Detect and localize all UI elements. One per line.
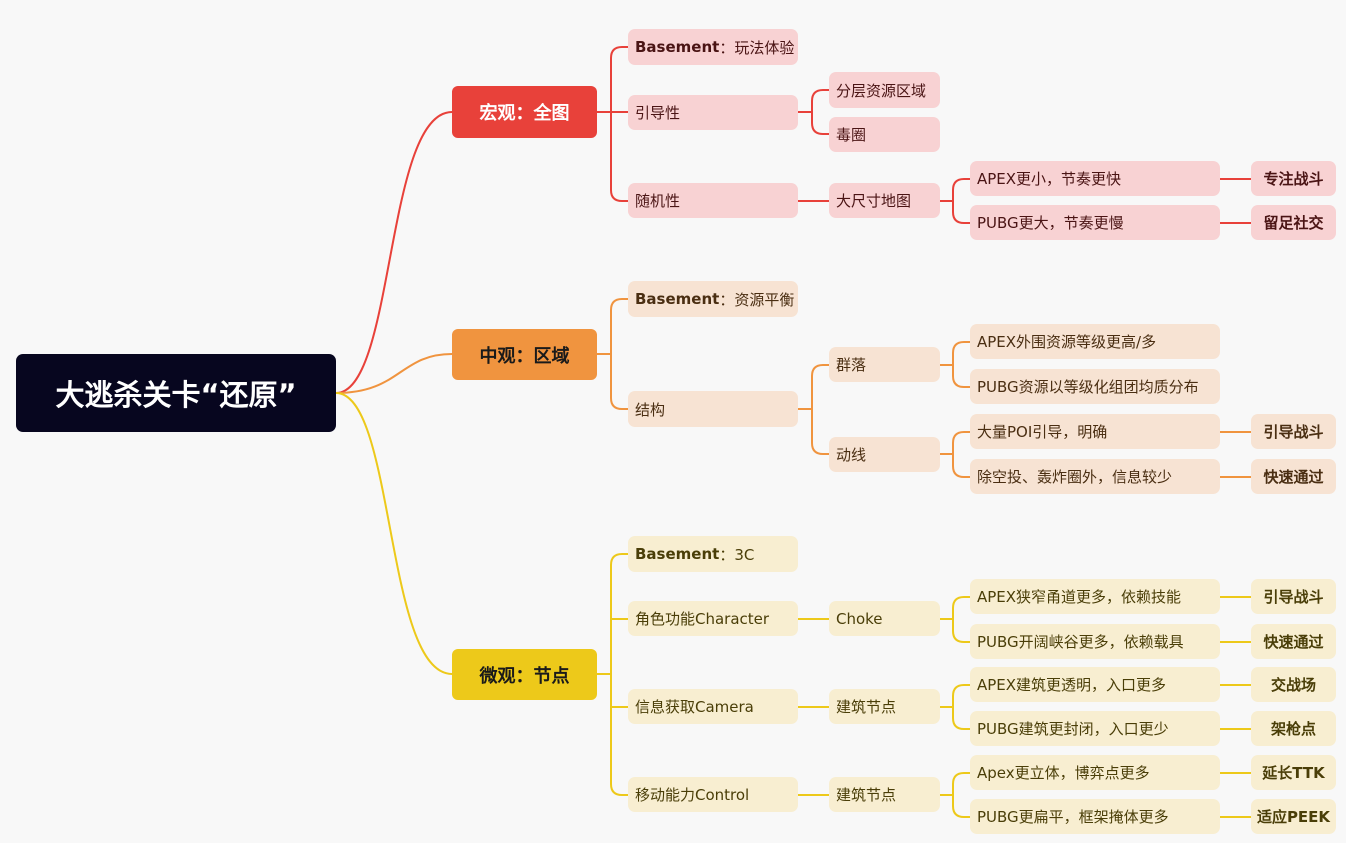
basement-key: Basement bbox=[635, 545, 720, 563]
randomness-tag-apex[interactable]: 专注战斗 bbox=[1251, 161, 1336, 196]
basement-key: Basement bbox=[635, 38, 720, 56]
basement-value: ：玩法体验 bbox=[719, 38, 795, 57]
route-tag-poi[interactable]: 引导战斗 bbox=[1251, 414, 1336, 449]
camera-item-apex[interactable]: APEX建筑更透明，入口更多 bbox=[970, 667, 1220, 702]
micro-node[interactable]: 微观：节点 bbox=[452, 649, 597, 700]
character-tag-pubg[interactable]: 快速通过 bbox=[1251, 624, 1336, 659]
root-node[interactable]: 大逃杀关卡“还原” bbox=[16, 354, 336, 432]
basement-value: ：资源平衡 bbox=[719, 290, 795, 309]
cluster-item-pubg[interactable]: PUBG资源以等级化组团均质分布 bbox=[970, 369, 1220, 404]
control-tag-apex[interactable]: 延长TTK bbox=[1251, 755, 1336, 790]
route-item-poi[interactable]: 大量POI引导，明确 bbox=[970, 414, 1220, 449]
randomness-item-pubg[interactable]: PUBG更大，节奏更慢 bbox=[970, 205, 1220, 240]
basement-key: Basement bbox=[635, 290, 720, 308]
micro-basement-node[interactable]: Basement：3C bbox=[628, 536, 798, 572]
character-choke-node[interactable]: Choke bbox=[829, 601, 940, 636]
basement-value: ：3C bbox=[719, 545, 755, 564]
meso-structure-node[interactable]: 结构 bbox=[628, 391, 798, 427]
camera-item-pubg[interactable]: PUBG建筑更封闭，入口更少 bbox=[970, 711, 1220, 746]
control-tag-pubg[interactable]: 适应PEEK bbox=[1251, 799, 1336, 834]
meso-basement-node[interactable]: Basement：资源平衡 bbox=[628, 281, 798, 317]
structure-route-node[interactable]: 动线 bbox=[829, 437, 940, 472]
cluster-item-apex[interactable]: APEX外围资源等级更高/多 bbox=[970, 324, 1220, 359]
route-item-airdrop[interactable]: 除空投、轰炸圈外，信息较少 bbox=[970, 459, 1220, 494]
control-item-apex[interactable]: Apex更立体，博弈点更多 bbox=[970, 755, 1220, 790]
guidance-item-layered-resources[interactable]: 分层资源区域 bbox=[829, 72, 940, 108]
camera-building-node[interactable]: 建筑节点 bbox=[829, 689, 940, 724]
macro-node[interactable]: 宏观：全图 bbox=[452, 86, 597, 138]
character-tag-apex[interactable]: 引导战斗 bbox=[1251, 579, 1336, 614]
macro-basement-node[interactable]: Basement：玩法体验 bbox=[628, 29, 798, 65]
route-tag-airdrop[interactable]: 快速通过 bbox=[1251, 459, 1336, 494]
character-item-pubg[interactable]: PUBG开阔峡谷更多，依赖载具 bbox=[970, 624, 1220, 659]
camera-tag-apex[interactable]: 交战场 bbox=[1251, 667, 1336, 702]
control-item-pubg[interactable]: PUBG更扁平，框架掩体更多 bbox=[970, 799, 1220, 834]
randomness-item-apex[interactable]: APEX更小，节奏更快 bbox=[970, 161, 1220, 196]
micro-control-node[interactable]: 移动能力Control bbox=[628, 777, 798, 812]
character-item-apex[interactable]: APEX狭窄甬道更多，依赖技能 bbox=[970, 579, 1220, 614]
randomness-large-map-node[interactable]: 大尺寸地图 bbox=[829, 183, 940, 218]
control-building-node[interactable]: 建筑节点 bbox=[829, 777, 940, 812]
micro-character-node[interactable]: 角色功能Character bbox=[628, 601, 798, 636]
randomness-tag-pubg[interactable]: 留足社交 bbox=[1251, 205, 1336, 240]
camera-tag-pubg[interactable]: 架枪点 bbox=[1251, 711, 1336, 746]
meso-node[interactable]: 中观：区域 bbox=[452, 329, 597, 380]
macro-guidance-node[interactable]: 引导性 bbox=[628, 95, 798, 130]
micro-camera-node[interactable]: 信息获取Camera bbox=[628, 689, 798, 724]
guidance-item-poison-circle[interactable]: 毒圈 bbox=[829, 117, 940, 152]
macro-randomness-node[interactable]: 随机性 bbox=[628, 183, 798, 218]
structure-cluster-node[interactable]: 群落 bbox=[829, 347, 940, 382]
